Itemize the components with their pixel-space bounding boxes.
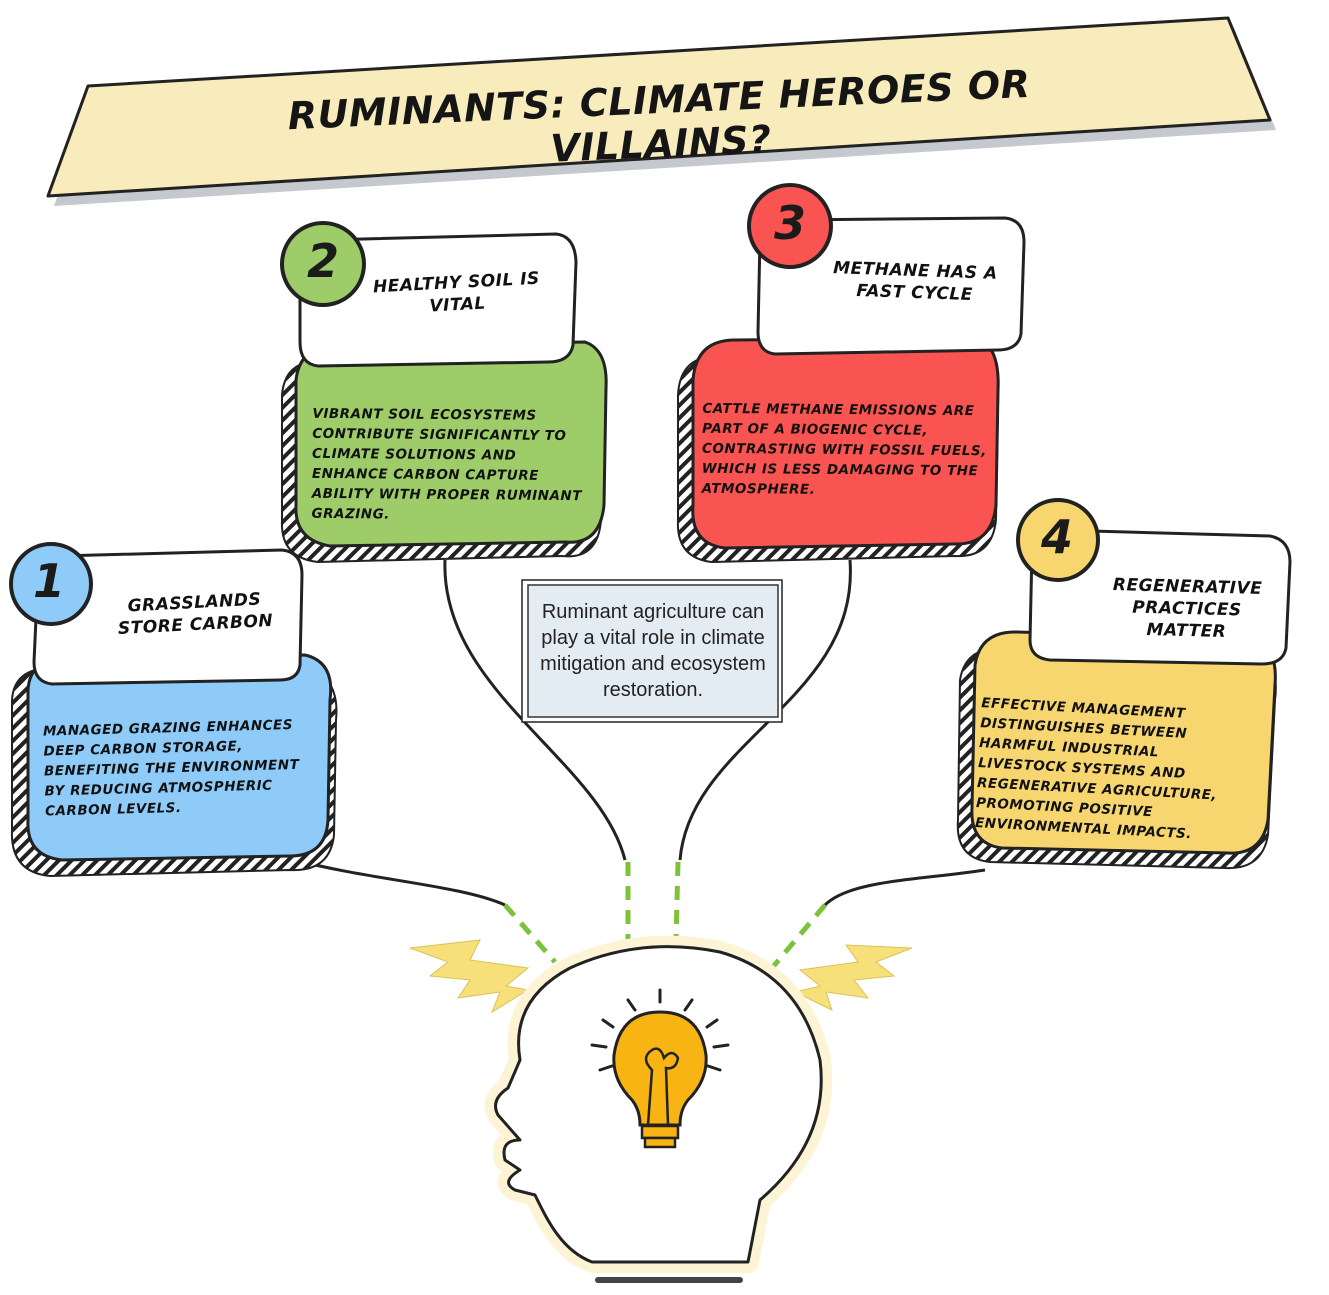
card-1	[9, 542, 338, 878]
lightbulb-rays	[590, 988, 730, 1072]
dash-1	[503, 903, 557, 964]
card-2-body: Vibrant soil ecosystems contribute signi…	[311, 405, 583, 523]
card-4-number: 4	[1040, 510, 1073, 564]
title-banner	[46, 16, 1276, 206]
center-note: Ruminant agriculture can play a vital ro…	[540, 601, 766, 701]
card-4-number-circle	[1016, 498, 1100, 582]
lightbulb-icon	[590, 988, 730, 1149]
dash-3	[673, 861, 681, 941]
card-4-title: Regenerative practices matter	[1112, 575, 1263, 643]
card-2	[280, 221, 608, 564]
card-3-body-bg	[691, 336, 1000, 550]
card-1-number-circle	[9, 542, 93, 626]
card-3-title: Methane has a fast cycle	[832, 258, 998, 306]
connector-1	[294, 858, 506, 907]
card-3-number-circle	[747, 183, 833, 269]
card-3	[676, 183, 1026, 564]
card-3-body: Cattle methane emissions are part of a b…	[701, 400, 987, 498]
card-4-body: Effective management distinguishes betwe…	[974, 695, 1218, 843]
dashed-signals	[503, 861, 827, 970]
banner-shape	[46, 16, 1272, 198]
connector-4	[823, 868, 986, 907]
card-3-number: 3	[773, 196, 806, 250]
lightning-bolt-right-icon	[793, 944, 913, 1011]
lightning-bolt-left-icon	[409, 939, 530, 1014]
dash-4	[770, 903, 827, 970]
center-note-box	[521, 579, 783, 723]
card-1-body: Managed grazing enhances deep carbon sto…	[42, 717, 300, 820]
card-4	[956, 498, 1292, 870]
card-1-number: 1	[32, 554, 65, 608]
card-2-number: 2	[306, 234, 339, 288]
card-4-body-bg	[970, 630, 1277, 855]
card-2-number-circle	[280, 221, 366, 307]
